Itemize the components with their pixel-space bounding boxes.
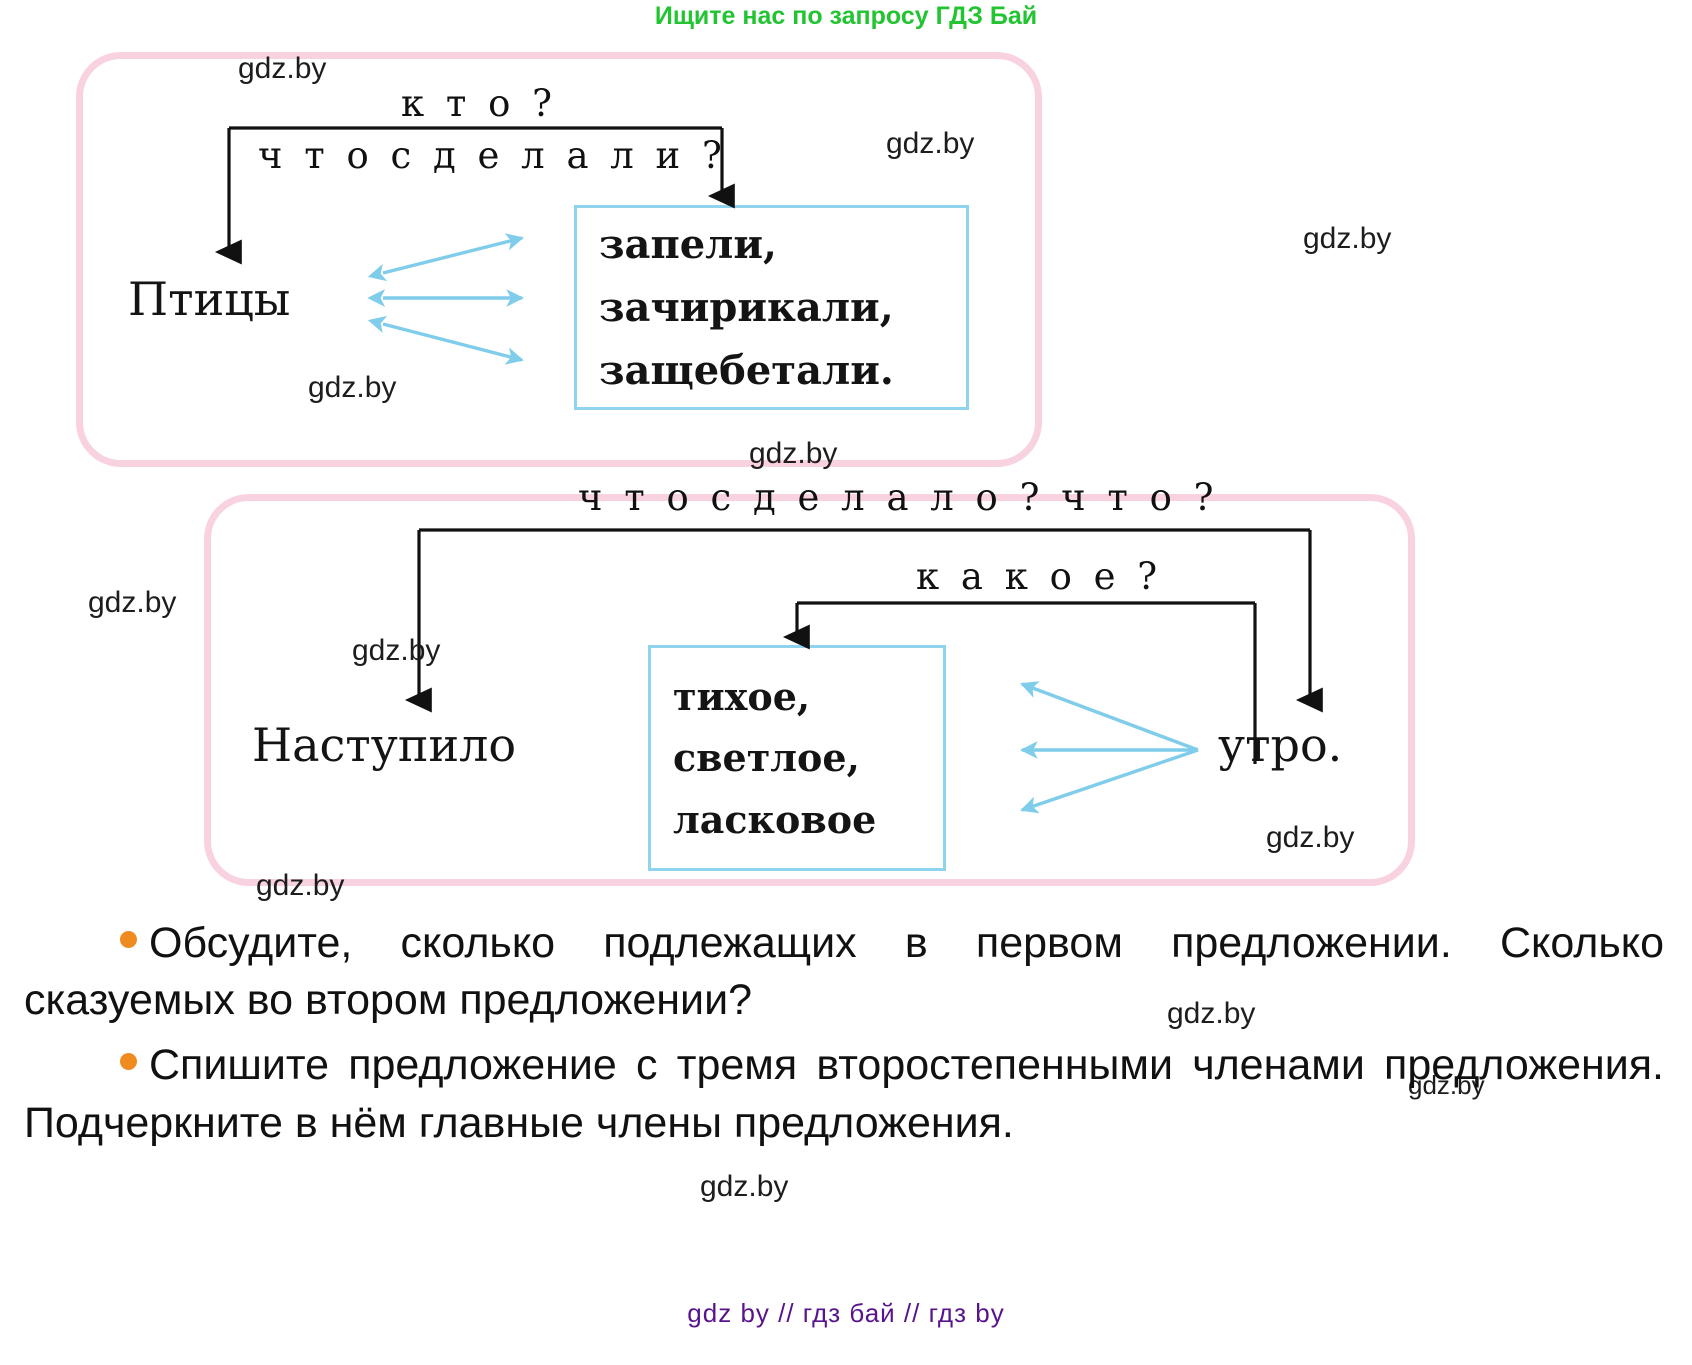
adjectives-box: тихое, светлое, ласковое <box>648 645 946 871</box>
adjectives-list: тихое, светлое, ласковое <box>651 648 943 868</box>
bullet-icon <box>120 1052 137 1070</box>
question-label-what-did: ч т о с д е л а л и ? <box>258 134 727 177</box>
watermark-gdz: gdz.by <box>352 634 441 667</box>
watermark-gdz: gdz.by <box>749 437 838 470</box>
subject-word-utro: утро. <box>1218 718 1343 772</box>
task-item-2: Спишите предложение с тремя второстепенн… <box>24 1037 1664 1151</box>
question-label-who: к т о ? <box>401 82 557 125</box>
adjective-word-2: светлое, <box>673 735 860 781</box>
watermark-gdz: gdz.by <box>256 869 345 902</box>
predicate-word-nastupilo: Наступило <box>252 718 517 772</box>
subject-word-ptitsy: Птицы <box>128 272 291 326</box>
watermark-gdz: gdz.by <box>700 1170 789 1203</box>
adjective-word-3: ласковое <box>673 796 877 842</box>
promo-banner: Ищите нас по запросу ГДЗ Бай <box>654 2 1038 30</box>
site-footer: gdz by // гдз бай // гдз by <box>687 1298 1005 1328</box>
sentence-diagram-2-container <box>204 494 1415 886</box>
task-item-1: Обсудите, сколько подлежащих в первом пр… <box>24 915 1664 1029</box>
question-label-what-did-what: ч т о с д е л а л о ? ч т о ? <box>578 476 1219 519</box>
watermark-gdz: gdz.by <box>1167 997 1256 1030</box>
watermark-gdz: gdz.by <box>88 586 177 619</box>
task-list: Обсудите, сколько подлежащих в первом пр… <box>24 915 1664 1160</box>
watermark-gdz: gdz.by <box>1408 1070 1485 1100</box>
watermark-gdz: gdz.by <box>886 127 975 160</box>
predicates-list: запели, зачирикали, защебетали. <box>577 208 966 407</box>
watermark-gdz: gdz.by <box>238 52 327 85</box>
watermark-gdz: gdz.by <box>308 371 397 404</box>
question-label-which: к а к о е ? <box>916 555 1163 598</box>
watermark-gdz: gdz.by <box>1266 821 1355 854</box>
task-item-2-text: Спишите предложение с тремя второстепенн… <box>24 1041 1664 1147</box>
bullet-icon <box>120 930 137 948</box>
predicate-word-2: зачирикали, <box>599 283 894 331</box>
adjective-word-1: тихое, <box>673 673 811 719</box>
predicate-word-1: запели, <box>599 220 777 268</box>
predicate-word-3: защебетали. <box>599 347 894 395</box>
sentence-diagram-1-container <box>76 52 1042 467</box>
watermark-gdz: gdz.by <box>1303 222 1392 255</box>
predicates-box: запели, зачирикали, защебетали. <box>574 205 969 410</box>
task-item-1-text: Обсудите, сколько подлежащих в первом пр… <box>24 919 1664 1025</box>
